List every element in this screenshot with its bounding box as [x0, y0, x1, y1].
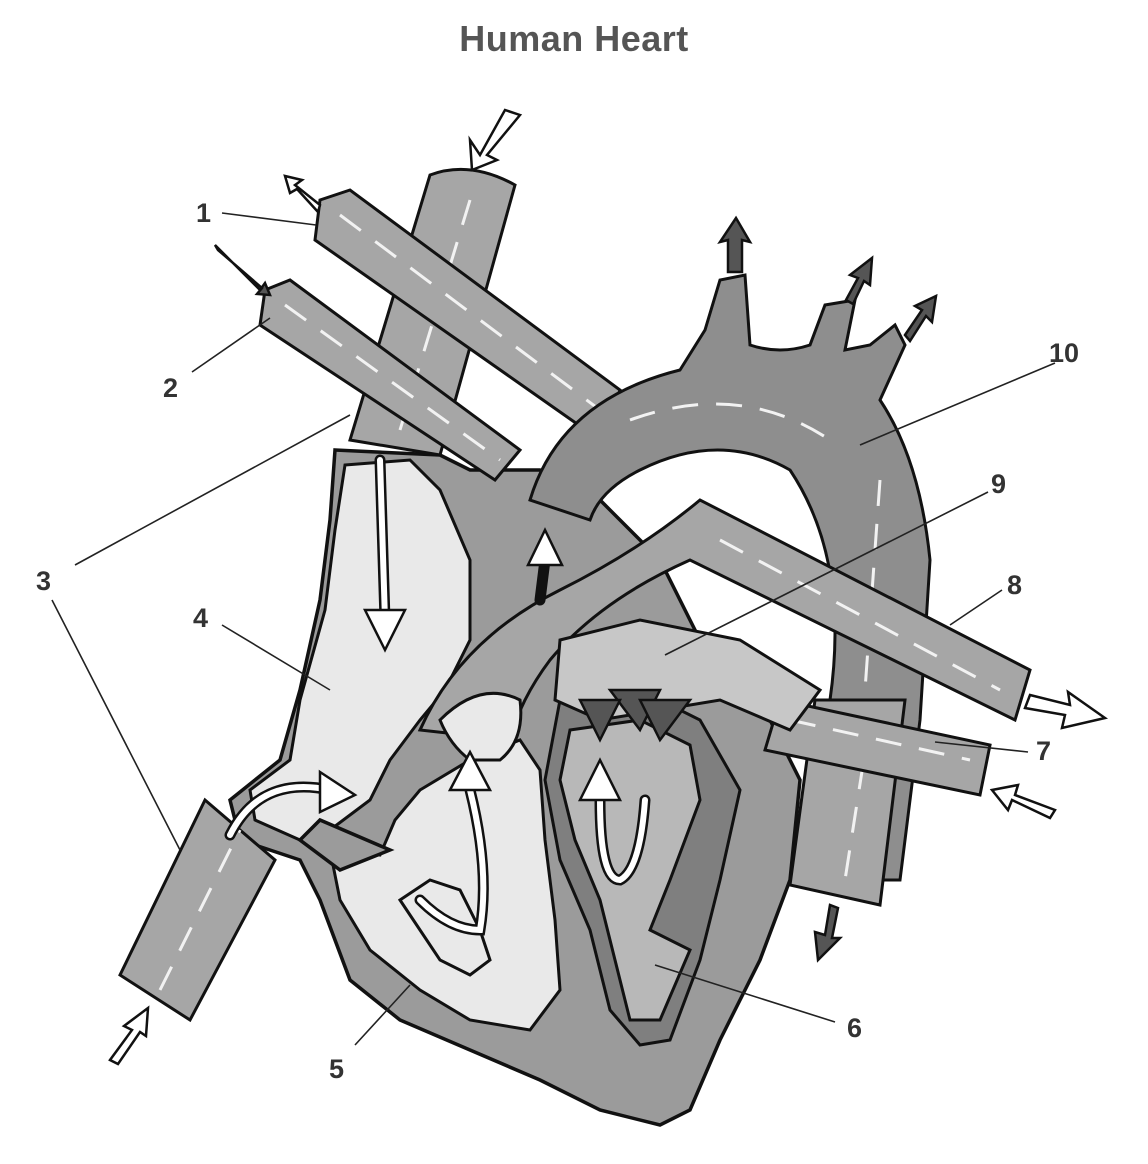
tricuspid-valve [297, 817, 395, 872]
pulmonary-vein-right [763, 698, 992, 797]
label-1: 1 [196, 198, 211, 228]
label-6: 6 [847, 1013, 862, 1043]
label-2: 2 [163, 373, 178, 403]
label-7: 7 [1036, 736, 1051, 766]
label-8: 8 [1007, 570, 1022, 600]
pulmonary-vein-lower [258, 278, 523, 482]
pulmonary-valve [438, 691, 523, 762]
label-4: 4 [193, 603, 208, 633]
label-5: 5 [329, 1054, 344, 1084]
label-3-upper: 3 [36, 566, 51, 596]
label-9: 9 [991, 469, 1006, 499]
diagram-title: Human Heart [459, 18, 689, 59]
inferior-vena-cava [118, 797, 277, 1023]
label-10: 10 [1049, 338, 1079, 368]
right-atrium-chamber [248, 458, 472, 842]
